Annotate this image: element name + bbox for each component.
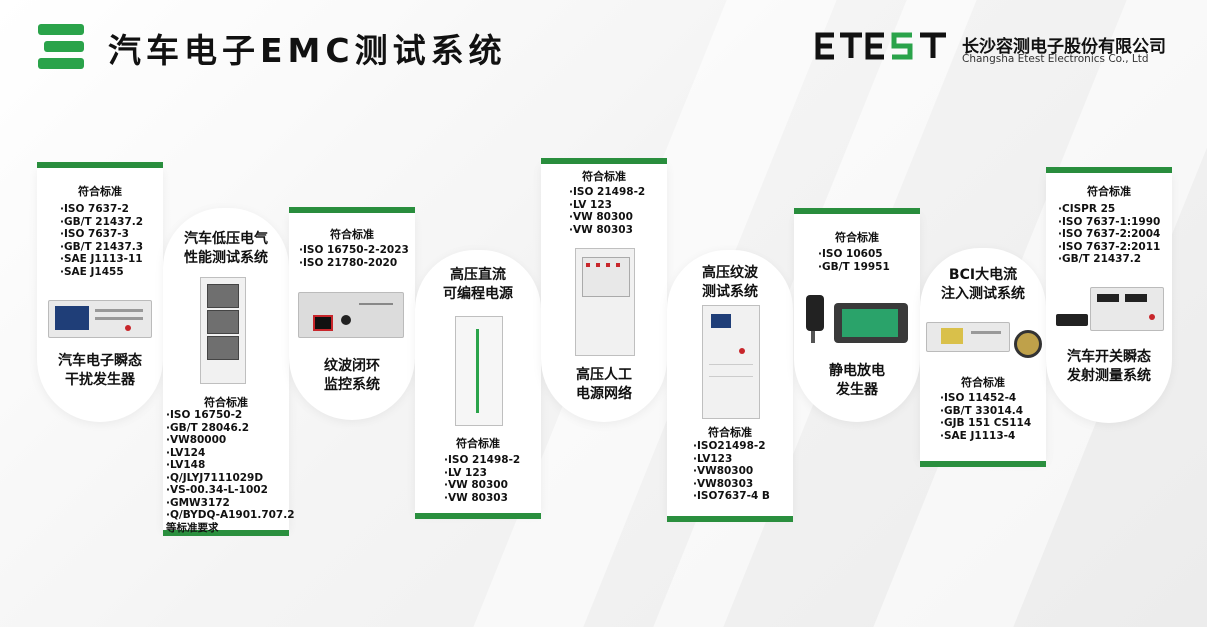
etest-logo [815, 32, 946, 60]
product-name: 汽车开关瞬态发射测量系统 [1067, 349, 1151, 384]
standard-item: ·Q/BYDQ-A1901.707.2 [166, 509, 295, 521]
card-accent-bar [794, 208, 920, 214]
standard-item: ·ISO21498-2 [693, 440, 766, 452]
standard-item: ·GB/T 28046.2 [166, 421, 250, 434]
standards-list: ·ISO 21498-2 ·LV 123 ·VW 80300 ·VW 80303 [569, 186, 645, 236]
standard-item: ·SAE J1113-4 [940, 429, 1016, 442]
standard-item: ·GB/T 21437.2 [1058, 253, 1142, 265]
standard-item: ·GJB 151 CS114 [940, 417, 1032, 429]
standard-item: ·Q/JLYJ7111029D [166, 471, 264, 484]
standards-list: ·ISO 7637-2 ·GB/T 21437.2 ·ISO 7637-3 ·G… [60, 203, 143, 278]
standards-list: ·ISO 16750-2 ·GB/T 28046.2 ·VW80000 ·LV1… [166, 409, 295, 534]
product-name: BCI大电流注入测试系统 [941, 267, 1025, 302]
company-name-cn: 长沙容测电子股份有限公司 [962, 37, 1166, 57]
standard-item: ·GB/T 21437.2 [60, 215, 144, 228]
standards-label: 符合标准 [456, 437, 500, 450]
standard-item: ·ISO 7637-2:2004 [1058, 228, 1161, 240]
standard-item: ·VW 80303 [569, 223, 633, 236]
product-name: 汽车电子瞬态干扰发生器 [58, 353, 142, 388]
product-name: 汽车低压电气性能测试系统 [184, 231, 268, 266]
standard-item: ·SAE J1113-11 [60, 253, 143, 265]
device-image [926, 322, 1010, 352]
standard-item: ·ISO 21498-2 [569, 186, 646, 198]
product-name: 高压直流可编程电源 [443, 267, 513, 302]
clamp-probe-icon [1014, 330, 1042, 358]
standard-item: ·VW 80300 [444, 479, 508, 491]
standard-item: ·ISO 7637-2:2011 [1058, 240, 1161, 253]
standard-item: ·ISO 16750-2-2023 [299, 244, 409, 256]
card-accent-bar [163, 530, 289, 536]
standards-list: ·ISO 21498-2 ·LV 123 ·VW 80300 ·VW 80303 [444, 454, 520, 504]
standard-item: ·LV124 [166, 446, 206, 459]
device-image [298, 292, 404, 338]
product-name: 高压纹波测试系统 [702, 265, 758, 300]
device-image [575, 248, 635, 356]
standard-item: ·VW80303 [693, 477, 754, 490]
standards-label: 符合标准 [78, 185, 122, 198]
standard-item: ·ISO7637-4 B [693, 490, 770, 502]
page-title: 汽车电子EMC测试系统 [108, 31, 507, 70]
standards-label: 符合标准 [708, 426, 752, 439]
device-image [200, 277, 246, 384]
standards-label: 符合标准 [204, 396, 248, 409]
card-accent-bar [1046, 167, 1172, 173]
product-name: 高压人工电源网络 [576, 367, 632, 402]
standards-list: ·ISO 11452-4 ·GB/T 33014.4 ·GJB 151 CS11… [940, 392, 1031, 442]
card-accent-bar [37, 162, 163, 168]
standard-item: ·ISO 7637-3 [60, 228, 129, 240]
device-image [455, 316, 503, 426]
standard-item: ·LV 123 [444, 466, 487, 479]
device-image [804, 293, 910, 345]
standard-item: ·SAE J1455 [60, 265, 124, 278]
card-accent-bar [415, 513, 541, 519]
standard-item: ·CISPR 25 [1058, 203, 1116, 215]
product-name: 静电放电发生器 [829, 363, 885, 398]
standard-item: ·GB/T 33014.4 [940, 404, 1024, 417]
device-image [1090, 287, 1164, 331]
standards-label: 符合标准 [961, 376, 1005, 389]
standards-list: ·ISO 16750-2-2023 ·ISO 21780-2020 [299, 244, 409, 269]
standard-item: ·VW 80300 [569, 211, 633, 223]
standard-item: ·VW80300 [693, 465, 754, 477]
standards-list: ·ISO21498-2 ·LV123 ·VW80300 ·VW80303 ·IS… [693, 440, 770, 503]
standards-label: 符合标准 [835, 231, 879, 244]
standard-item: ·LV123 [693, 452, 733, 465]
standard-item: ·VW80000 [166, 434, 227, 446]
standard-item: ·VS-00.34-L-1002 [166, 484, 268, 496]
standard-item: ·GB/T 19951 [818, 260, 890, 273]
standards-list: ·ISO 10605 ·GB/T 19951 [818, 248, 890, 273]
standard-item: ·LV 123 [569, 198, 612, 211]
card-accent-bar [920, 461, 1046, 467]
standards-label: 符合标准 [330, 228, 374, 241]
standard-item: ·LV148 [166, 459, 206, 471]
card-accent-bar [541, 158, 667, 164]
logo-mark-icon [38, 24, 84, 70]
card-body [37, 168, 163, 422]
standards-label: 符合标准 [582, 170, 626, 183]
standard-item: ·ISO 21780-2020 [299, 256, 398, 269]
standard-item: ·ISO 7637-2 [60, 203, 129, 215]
device-image [702, 305, 760, 419]
card-accent-bar [289, 207, 415, 213]
product-name: 纹波闭环监控系统 [324, 358, 380, 393]
standard-item: ·ISO 21498-2 [444, 454, 521, 466]
device-image [48, 300, 152, 338]
standards-label: 符合标准 [1087, 185, 1131, 198]
standard-item: ·ISO 10605 [818, 248, 883, 260]
standard-item: 等标准要求 [166, 521, 219, 534]
standard-item: ·GB/T 21437.3 [60, 240, 144, 253]
standard-item: ·ISO 7637-1:1990 [1058, 215, 1161, 228]
accessory-box-icon [1056, 314, 1088, 326]
standard-item: ·ISO 11452-4 [940, 392, 1017, 404]
standard-item: ·VW 80303 [444, 491, 508, 504]
standards-list: ·CISPR 25 ·ISO 7637-1:1990 ·ISO 7637-2:2… [1058, 203, 1160, 266]
standard-item: ·GMW3172 [166, 496, 230, 509]
company-name-en: Changsha Etest Electronics Co., Ltd [962, 53, 1149, 65]
card-accent-bar [667, 516, 793, 522]
standard-item: ·ISO 16750-2 [166, 409, 243, 421]
